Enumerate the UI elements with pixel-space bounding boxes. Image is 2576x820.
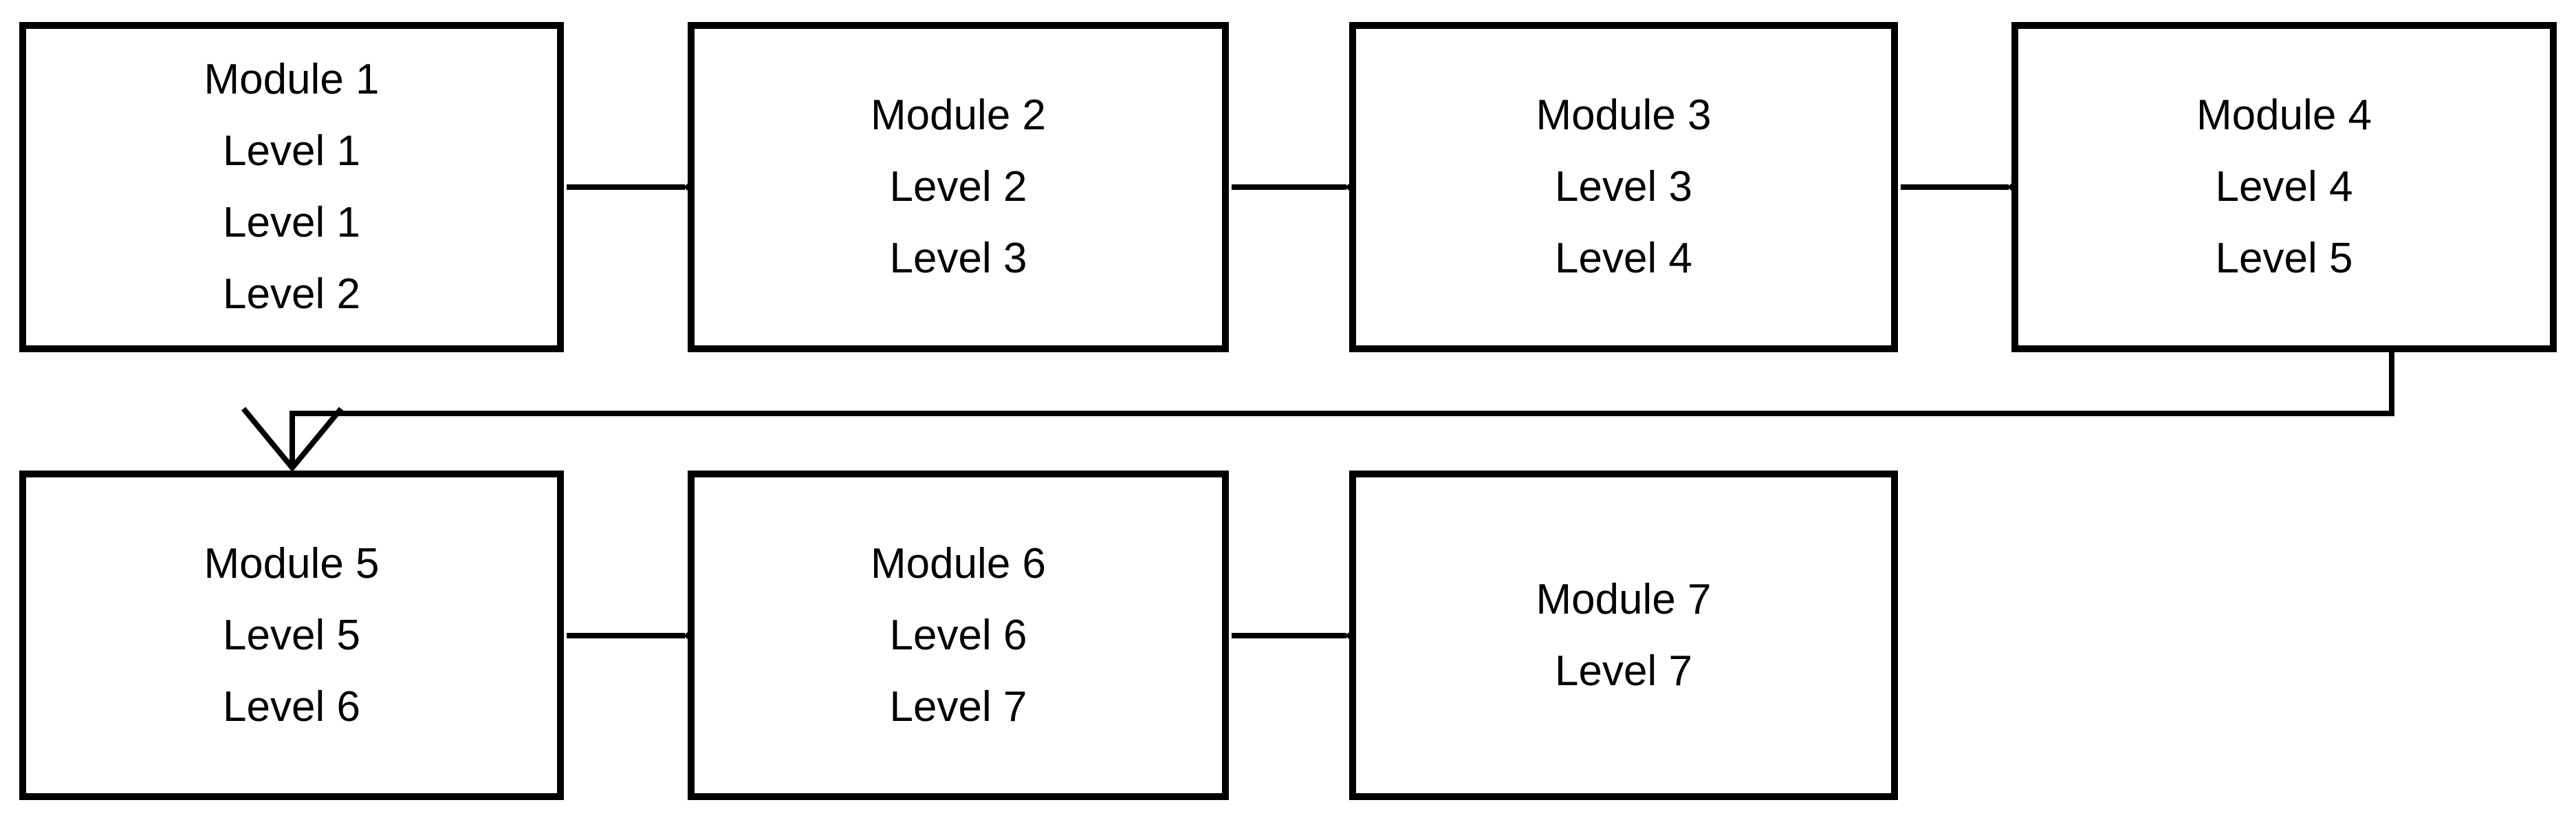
edge-module-4-to-module-5 <box>241 352 2394 473</box>
node-module-4[interactable]: Module 4 Level 4 Level 5 <box>2011 22 2557 352</box>
node-level-line: Level 7 <box>1555 647 1692 695</box>
node-level-line: Level 2 <box>223 270 360 318</box>
node-module-3[interactable]: Module 3 Level 3 Level 4 <box>1349 22 1898 352</box>
node-level-line: Level 1 <box>223 199 360 246</box>
edge-line <box>290 352 2394 468</box>
node-level-line: Level 6 <box>889 611 1027 659</box>
node-level-line: Level 1 <box>223 127 360 175</box>
node-title: Module 3 <box>1536 91 1712 139</box>
node-level-line: Level 4 <box>2215 163 2353 211</box>
node-level-line: Level 7 <box>889 682 1027 731</box>
node-level-line: Level 3 <box>1555 163 1692 211</box>
node-level-line: Level 3 <box>889 235 1027 282</box>
node-module-1[interactable]: Module 1 Level 1 Level 1 Level 2 <box>19 22 564 352</box>
node-title: Module 2 <box>870 91 1047 139</box>
arrowhead-icon <box>241 407 344 473</box>
node-level-line: Level 4 <box>1555 235 1692 282</box>
node-module-6[interactable]: Module 6 Level 6 Level 7 <box>688 471 1229 800</box>
node-title: Module 5 <box>204 539 380 587</box>
node-level-line: Level 5 <box>2215 235 2353 282</box>
node-level-line: Level 2 <box>889 163 1027 211</box>
node-title: Module 1 <box>204 56 380 103</box>
node-module-7[interactable]: Module 7 Level 7 <box>1349 471 1898 800</box>
node-level-line: Level 6 <box>223 682 360 731</box>
node-title: Module 7 <box>1536 575 1712 623</box>
node-level-line: Level 5 <box>223 611 360 659</box>
node-title: Module 4 <box>2196 91 2372 139</box>
node-title: Module 6 <box>870 539 1047 587</box>
node-module-2[interactable]: Module 2 Level 2 Level 3 <box>688 22 1229 352</box>
node-module-5[interactable]: Module 5 Level 5 Level 6 <box>19 471 564 800</box>
